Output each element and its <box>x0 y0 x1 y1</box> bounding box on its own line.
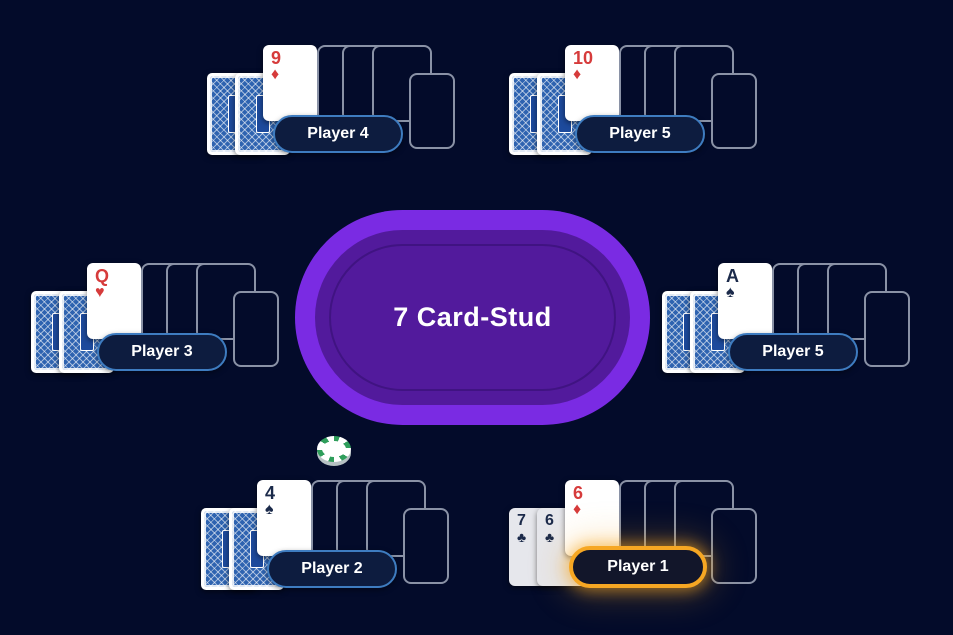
upcard-6-diamond: 6 ♦ <box>565 480 619 556</box>
diamond-suit-icon: ♦ <box>271 66 280 83</box>
seat-button-player-5[interactable]: Player 5 <box>728 333 858 371</box>
upcard-A-spade: A ♠ <box>718 263 772 339</box>
player-group-player-5-mid-right: A ♠ Player 5 <box>662 263 918 389</box>
table-inner-ring <box>329 244 616 391</box>
upcard-9-diamond: 9 ♦ <box>263 45 317 121</box>
heart-suit-icon: ♥ <box>95 284 105 301</box>
seat-button-player-5[interactable]: Player 5 <box>575 115 705 153</box>
player-name-label: Player 4 <box>307 125 369 142</box>
player-name-label: Player 5 <box>762 343 824 360</box>
hole-card-rank: 7 <box>517 512 526 529</box>
upcard-10-diamond: 10 ♦ <box>565 45 619 121</box>
seat-button-player-4[interactable]: Player 4 <box>273 115 403 153</box>
card-placeholder-slot-offset <box>403 508 449 584</box>
card-placeholder-slot-offset <box>864 291 910 367</box>
player-group-player-3-mid-left: Q ♥ Player 3 <box>31 263 287 389</box>
seat-button-player-1[interactable]: Player 1 <box>569 546 707 588</box>
seat-button-player-3[interactable]: Player 3 <box>97 333 227 371</box>
player-group-player-5-top-right: 10 ♦ Player 5 <box>509 45 765 171</box>
diamond-suit-icon: ♦ <box>573 501 582 518</box>
player-name-label: Player 3 <box>131 343 193 360</box>
upcard-4-spade: 4 ♠ <box>257 480 311 556</box>
player-group-player-1-bottom-right: 7♣6♣ 6 ♦ Player 1 <box>509 480 765 606</box>
bet-chip <box>317 436 351 466</box>
hole-cards <box>31 263 287 389</box>
spade-suit-icon: ♠ <box>726 284 735 301</box>
hole-card-back <box>59 291 114 373</box>
upcard-Q-heart: Q ♥ <box>87 263 141 339</box>
player-name-label: Player 2 <box>301 560 363 577</box>
player-name-label: Player 5 <box>609 125 671 142</box>
club-suit-icon: ♣ <box>545 529 555 545</box>
hole-card-rank: 6 <box>545 512 554 529</box>
player-group-player-2-bottom-left: 4 ♠ Player 2 <box>201 480 457 606</box>
upcard-rank: Q <box>95 266 110 286</box>
player-group-player-4-top-left: 9 ♦ Player 4 <box>207 45 463 171</box>
card-placeholder-slot-offset <box>711 73 757 149</box>
upcard-rank: 9 <box>271 48 282 68</box>
card-placeholder-slot-offset <box>409 73 455 149</box>
diamond-suit-icon: ♦ <box>573 66 582 83</box>
upcard-rank: 6 <box>573 483 584 503</box>
player-name-label: Player 1 <box>607 558 669 575</box>
card-placeholder-slot-offset <box>711 508 757 584</box>
upcard-rank: 10 <box>573 48 594 68</box>
club-suit-icon: ♣ <box>517 529 527 545</box>
poker-table: 7 Card-Stud <box>295 210 650 425</box>
upcard-rank: A <box>726 266 739 286</box>
spade-suit-icon: ♠ <box>265 501 274 518</box>
seat-button-player-2[interactable]: Player 2 <box>267 550 397 588</box>
chip-face <box>317 436 351 462</box>
upcard-rank: 4 <box>265 483 276 503</box>
card-placeholder-slot-offset <box>233 291 279 367</box>
game-title: 7 Card-Stud <box>393 302 552 332</box>
table-felt: 7 Card-Stud <box>315 230 630 405</box>
